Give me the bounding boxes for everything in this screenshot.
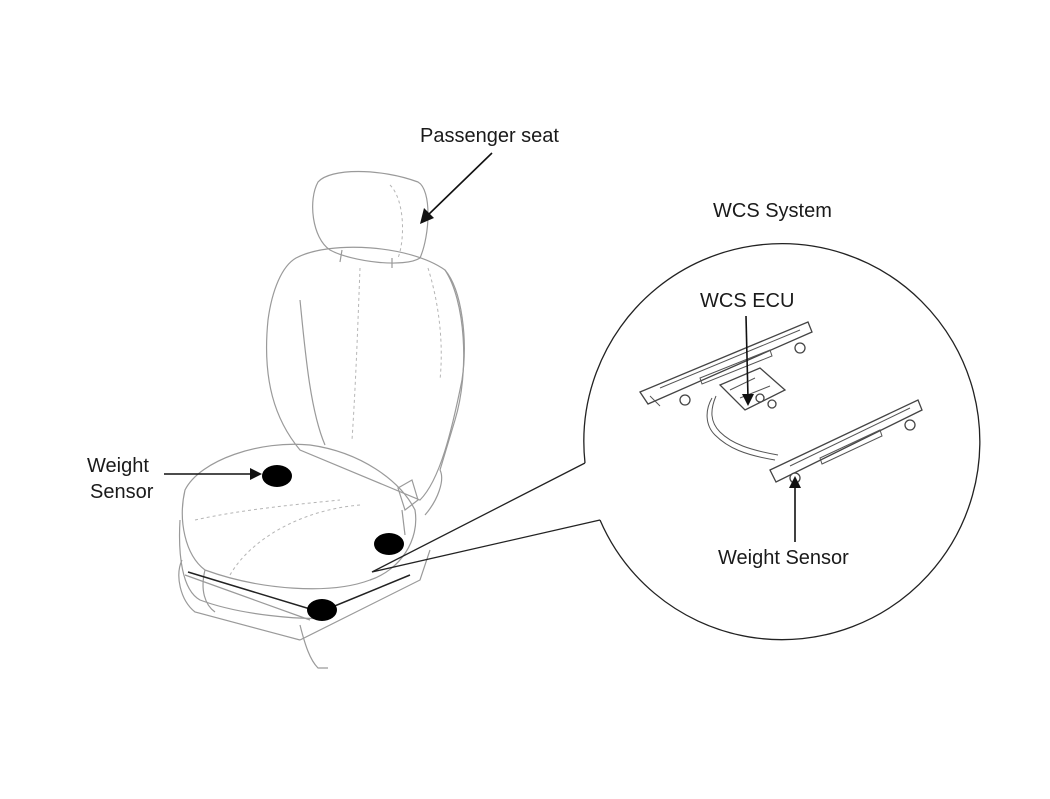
weight-sensor-right-label: Weight Sensor <box>718 547 849 569</box>
weight-sensor-left-label-line1: Weight <box>87 455 149 477</box>
zoom-callout <box>371 243 981 641</box>
weight-sensor-dot-right <box>374 533 404 555</box>
annotation-arrows <box>164 152 801 542</box>
backrest <box>265 246 465 501</box>
weight-sensor-left-label-line2: Sensor <box>90 481 154 503</box>
weight-sensor-dot-upper <box>262 465 292 487</box>
passenger-seat-arrow <box>426 152 493 217</box>
headrest <box>312 170 429 264</box>
wcs-rails-drawing <box>639 321 923 484</box>
seat-cushion <box>181 443 417 590</box>
seat-weight-sensors <box>262 465 404 621</box>
passenger-seat-label: Passenger seat <box>420 125 559 147</box>
wcs-system-label: WCS System <box>713 200 832 222</box>
wcs-ecu-label: WCS ECU <box>700 290 794 312</box>
lower-rail <box>769 399 923 483</box>
weight-sensor-dot-lower <box>307 599 337 621</box>
seat-buckle <box>397 479 419 511</box>
callout-leader <box>371 462 601 573</box>
callout-bubble <box>583 243 981 641</box>
passenger-seat-drawing <box>178 170 465 669</box>
wcs-ecu-arrow <box>745 315 749 399</box>
